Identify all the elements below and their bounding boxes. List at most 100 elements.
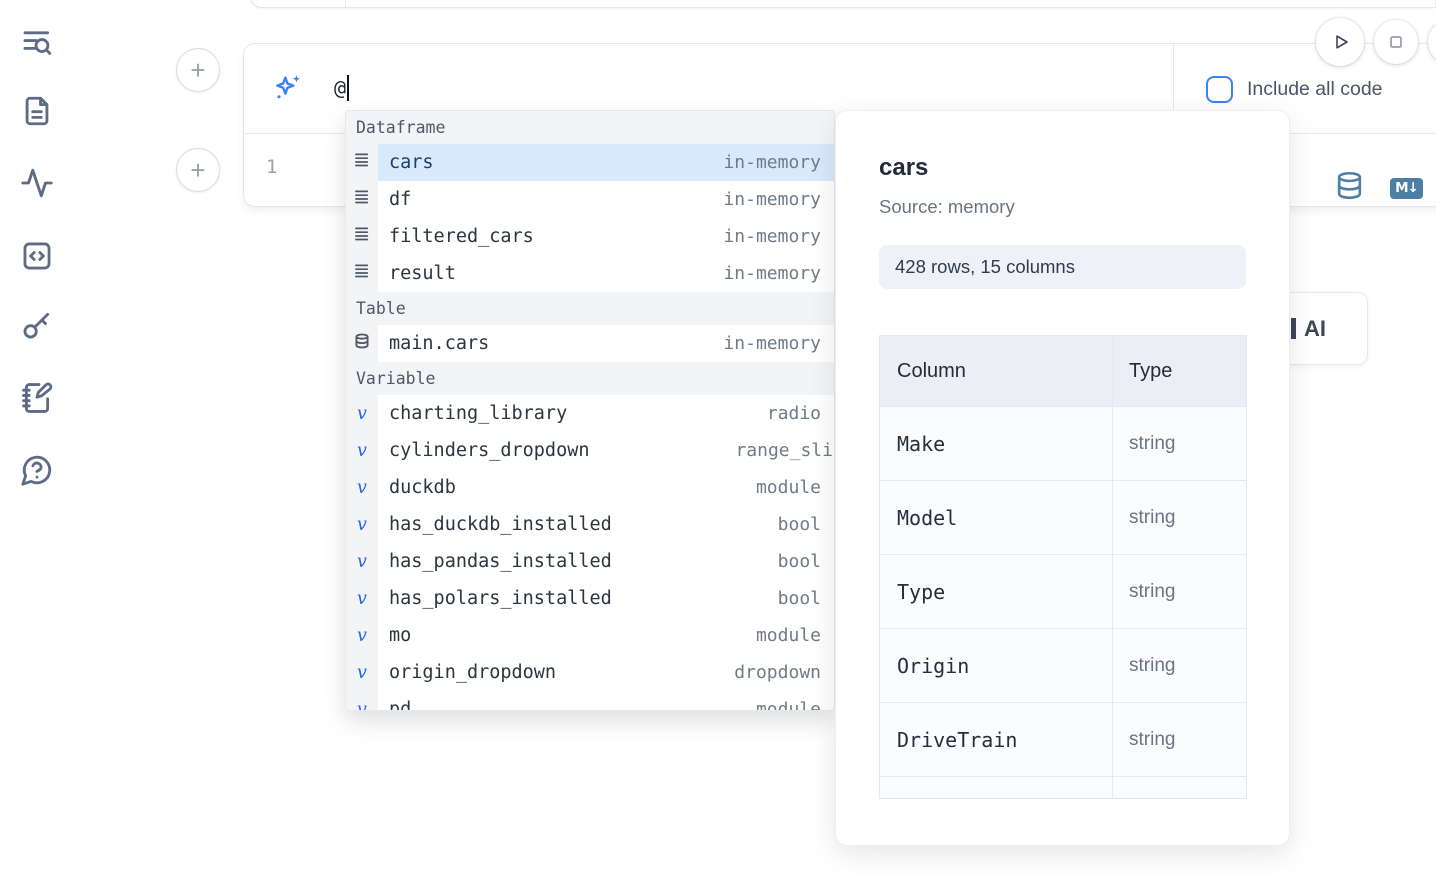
autocomplete-item-name: cylinders_dropdown xyxy=(389,440,590,461)
autocomplete-item-type: module xyxy=(755,699,821,711)
schema-column-name: Type xyxy=(880,555,1113,628)
add-cell-button-1[interactable]: + xyxy=(176,48,220,92)
include-all-code-checkbox[interactable] xyxy=(1206,75,1233,103)
schema-column-type: string xyxy=(1129,580,1176,602)
dataframe-icon xyxy=(346,181,378,218)
autocomplete-item-type: in-memory xyxy=(723,333,821,354)
add-cell-button-2[interactable]: + xyxy=(176,148,220,192)
prompt-divider xyxy=(1173,44,1174,134)
autocomplete-item-type: radio xyxy=(766,403,821,424)
autocomplete-item-type: in-memory xyxy=(723,189,821,210)
autocomplete-item-df[interactable]: df in-memory xyxy=(346,181,834,218)
preview-title: cars xyxy=(879,154,929,181)
dataframe-icon xyxy=(346,218,378,255)
sidebar-button-code-square[interactable] xyxy=(18,237,56,275)
autocomplete-item-origin_dropdown[interactable]: v origin_dropdown dropdown xyxy=(346,654,834,691)
schema-column-type: string xyxy=(1129,432,1176,454)
sidebar xyxy=(0,0,72,874)
sidebar-button-notebook-pen[interactable] xyxy=(18,379,56,417)
autocomplete-item-main.cars[interactable]: main.cars in-memory xyxy=(346,325,834,362)
code-square-icon xyxy=(23,242,51,270)
code-editor-row[interactable]: 1 M↓ xyxy=(244,134,1436,206)
preview-shape-badge: 428 rows, 15 columns xyxy=(879,245,1246,289)
autocomplete-item-type: range_sli xyxy=(735,440,833,461)
schema-header-column: Column xyxy=(880,336,1113,406)
circle-button-partial[interactable] xyxy=(1428,20,1436,64)
activity-icon xyxy=(21,168,53,198)
autocomplete-item-name: origin_dropdown xyxy=(389,662,557,683)
list-search-icon xyxy=(23,31,52,55)
database-icon[interactable] xyxy=(1334,170,1365,206)
sidebar-button-activity[interactable] xyxy=(18,164,56,202)
variable-icon: v xyxy=(346,469,378,506)
stop-cell-button[interactable] xyxy=(1374,20,1418,64)
file-text-icon xyxy=(25,96,49,126)
schema-header-type: Type xyxy=(1129,359,1173,382)
autocomplete-item-type: in-memory xyxy=(723,226,821,247)
key-icon xyxy=(23,312,50,339)
schema-column-type: string xyxy=(1129,654,1176,676)
notebook-pen-icon xyxy=(22,382,53,413)
sidebar-button-help-circle[interactable] xyxy=(18,451,56,489)
schema-column-name: Make xyxy=(880,407,1113,480)
previous-cell-divider xyxy=(345,0,346,7)
autocomplete-item-type: module xyxy=(755,477,821,498)
variable-icon: v xyxy=(346,580,378,617)
variable-icon: v xyxy=(346,654,378,691)
clipped-letter-fragment xyxy=(1291,318,1296,339)
schema-row-partial xyxy=(880,776,1246,798)
schema-column-type: string xyxy=(1129,506,1176,528)
autocomplete-item-type: bool xyxy=(777,514,821,535)
autocomplete-section-header: Dataframe xyxy=(346,111,834,144)
autocomplete-item-cylinders_dropdown[interactable]: v cylinders_dropdown range_sli xyxy=(346,432,834,469)
markdown-icon[interactable]: M↓ xyxy=(1390,177,1423,199)
run-cell-button[interactable] xyxy=(1316,18,1364,66)
autocomplete-item-name: has_duckdb_installed xyxy=(389,514,612,535)
schema-row-Make: Make string xyxy=(880,406,1246,480)
dataframe-preview-panel: cars Source: memory 428 rows, 15 columns… xyxy=(835,110,1290,846)
autocomplete-item-name: filtered_cars xyxy=(389,226,534,247)
preview-source: Source: memory xyxy=(879,196,1015,217)
autocomplete-item-filtered_cars[interactable]: filtered_cars in-memory xyxy=(346,218,834,255)
variable-icon: v xyxy=(346,395,378,432)
autocomplete-item-name: df xyxy=(389,189,412,210)
autocomplete-item-type: module xyxy=(755,625,821,646)
sidebar-button-file-text[interactable] xyxy=(18,92,56,130)
dataframe-icon xyxy=(346,255,378,292)
autocomplete-item-type: bool xyxy=(777,588,821,609)
schema-column-name: Model xyxy=(880,481,1113,554)
schema-row-Model: Model string xyxy=(880,480,1246,554)
autocomplete-item-name: mo xyxy=(389,625,412,646)
schema-column-type: string xyxy=(1129,728,1176,750)
variable-icon: v xyxy=(346,691,378,710)
autocomplete-item-name: result xyxy=(389,263,456,284)
autocomplete-item-name: main.cars xyxy=(389,333,490,354)
line-number: 1 xyxy=(266,156,278,178)
sparkles-icon xyxy=(272,72,304,104)
autocomplete-item-charting_library[interactable]: v charting_library radio xyxy=(346,395,834,432)
autocomplete-item-name: charting_library xyxy=(389,403,568,424)
ai-prompt-input[interactable]: @ xyxy=(334,68,1152,108)
autocomplete-item-type: in-memory xyxy=(723,263,821,284)
sidebar-button-key[interactable] xyxy=(18,306,56,344)
autocomplete-item-type: dropdown xyxy=(734,662,821,683)
autocomplete-item-type: bool xyxy=(777,551,821,572)
autocomplete-item-type: in-memory xyxy=(723,152,821,173)
schema-row-Type: Type string xyxy=(880,554,1246,628)
sidebar-button-list-search[interactable] xyxy=(18,23,56,61)
autocomplete-item-result[interactable]: result in-memory xyxy=(346,255,834,292)
variable-icon: v xyxy=(346,432,378,469)
autocomplete-section-header: Table xyxy=(346,292,834,325)
ai-prompt-value: @ xyxy=(334,76,347,100)
autocomplete-item-name: duckdb xyxy=(389,477,456,498)
